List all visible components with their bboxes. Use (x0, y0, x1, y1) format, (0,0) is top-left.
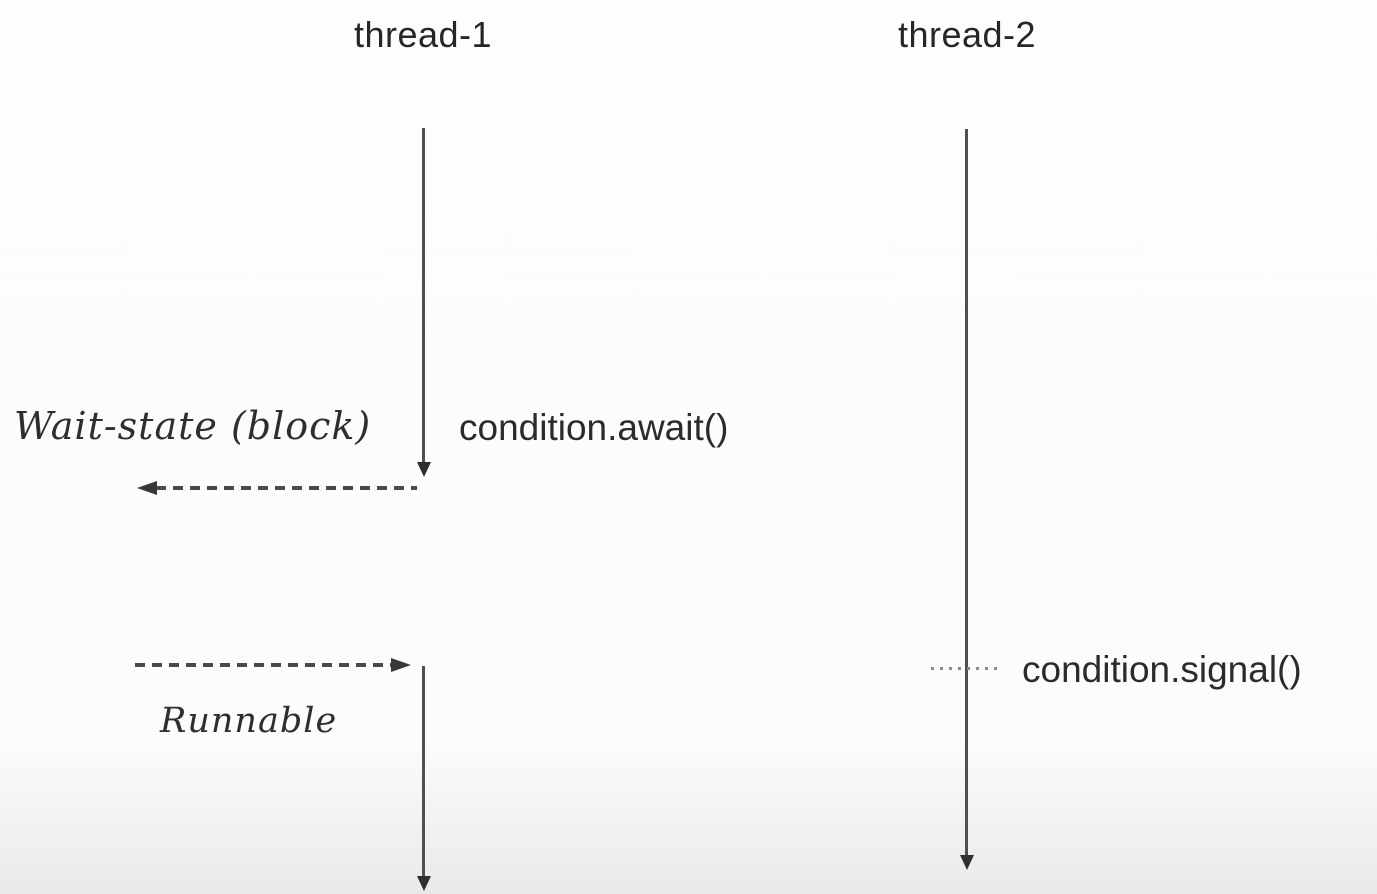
wait-state-label: Wait-state (block) (14, 404, 372, 448)
block-dashed-line (156, 486, 417, 490)
condition-await-label: condition.await() (459, 407, 729, 448)
thread-1-lifeline-lower (422, 666, 425, 878)
arrowhead-down-thread-2-icon (960, 855, 974, 870)
arrowhead-down-await-icon (417, 462, 431, 477)
thread-1-label: thread-1 (353, 14, 493, 55)
arrowhead-down-thread-1-icon (417, 876, 431, 891)
thread-1-lifeline-upper (422, 128, 425, 464)
arrowhead-right-wake-icon (391, 658, 411, 672)
wake-dashed-line (135, 663, 392, 667)
thread-2-label: thread-2 (897, 14, 1037, 55)
runnable-label: Runnable (160, 701, 338, 741)
arrowhead-left-block-icon (137, 481, 157, 495)
condition-signal-label: condition.signal() (1022, 649, 1302, 690)
thread-2-lifeline (965, 129, 968, 857)
signal-dotted-tick (931, 667, 997, 670)
